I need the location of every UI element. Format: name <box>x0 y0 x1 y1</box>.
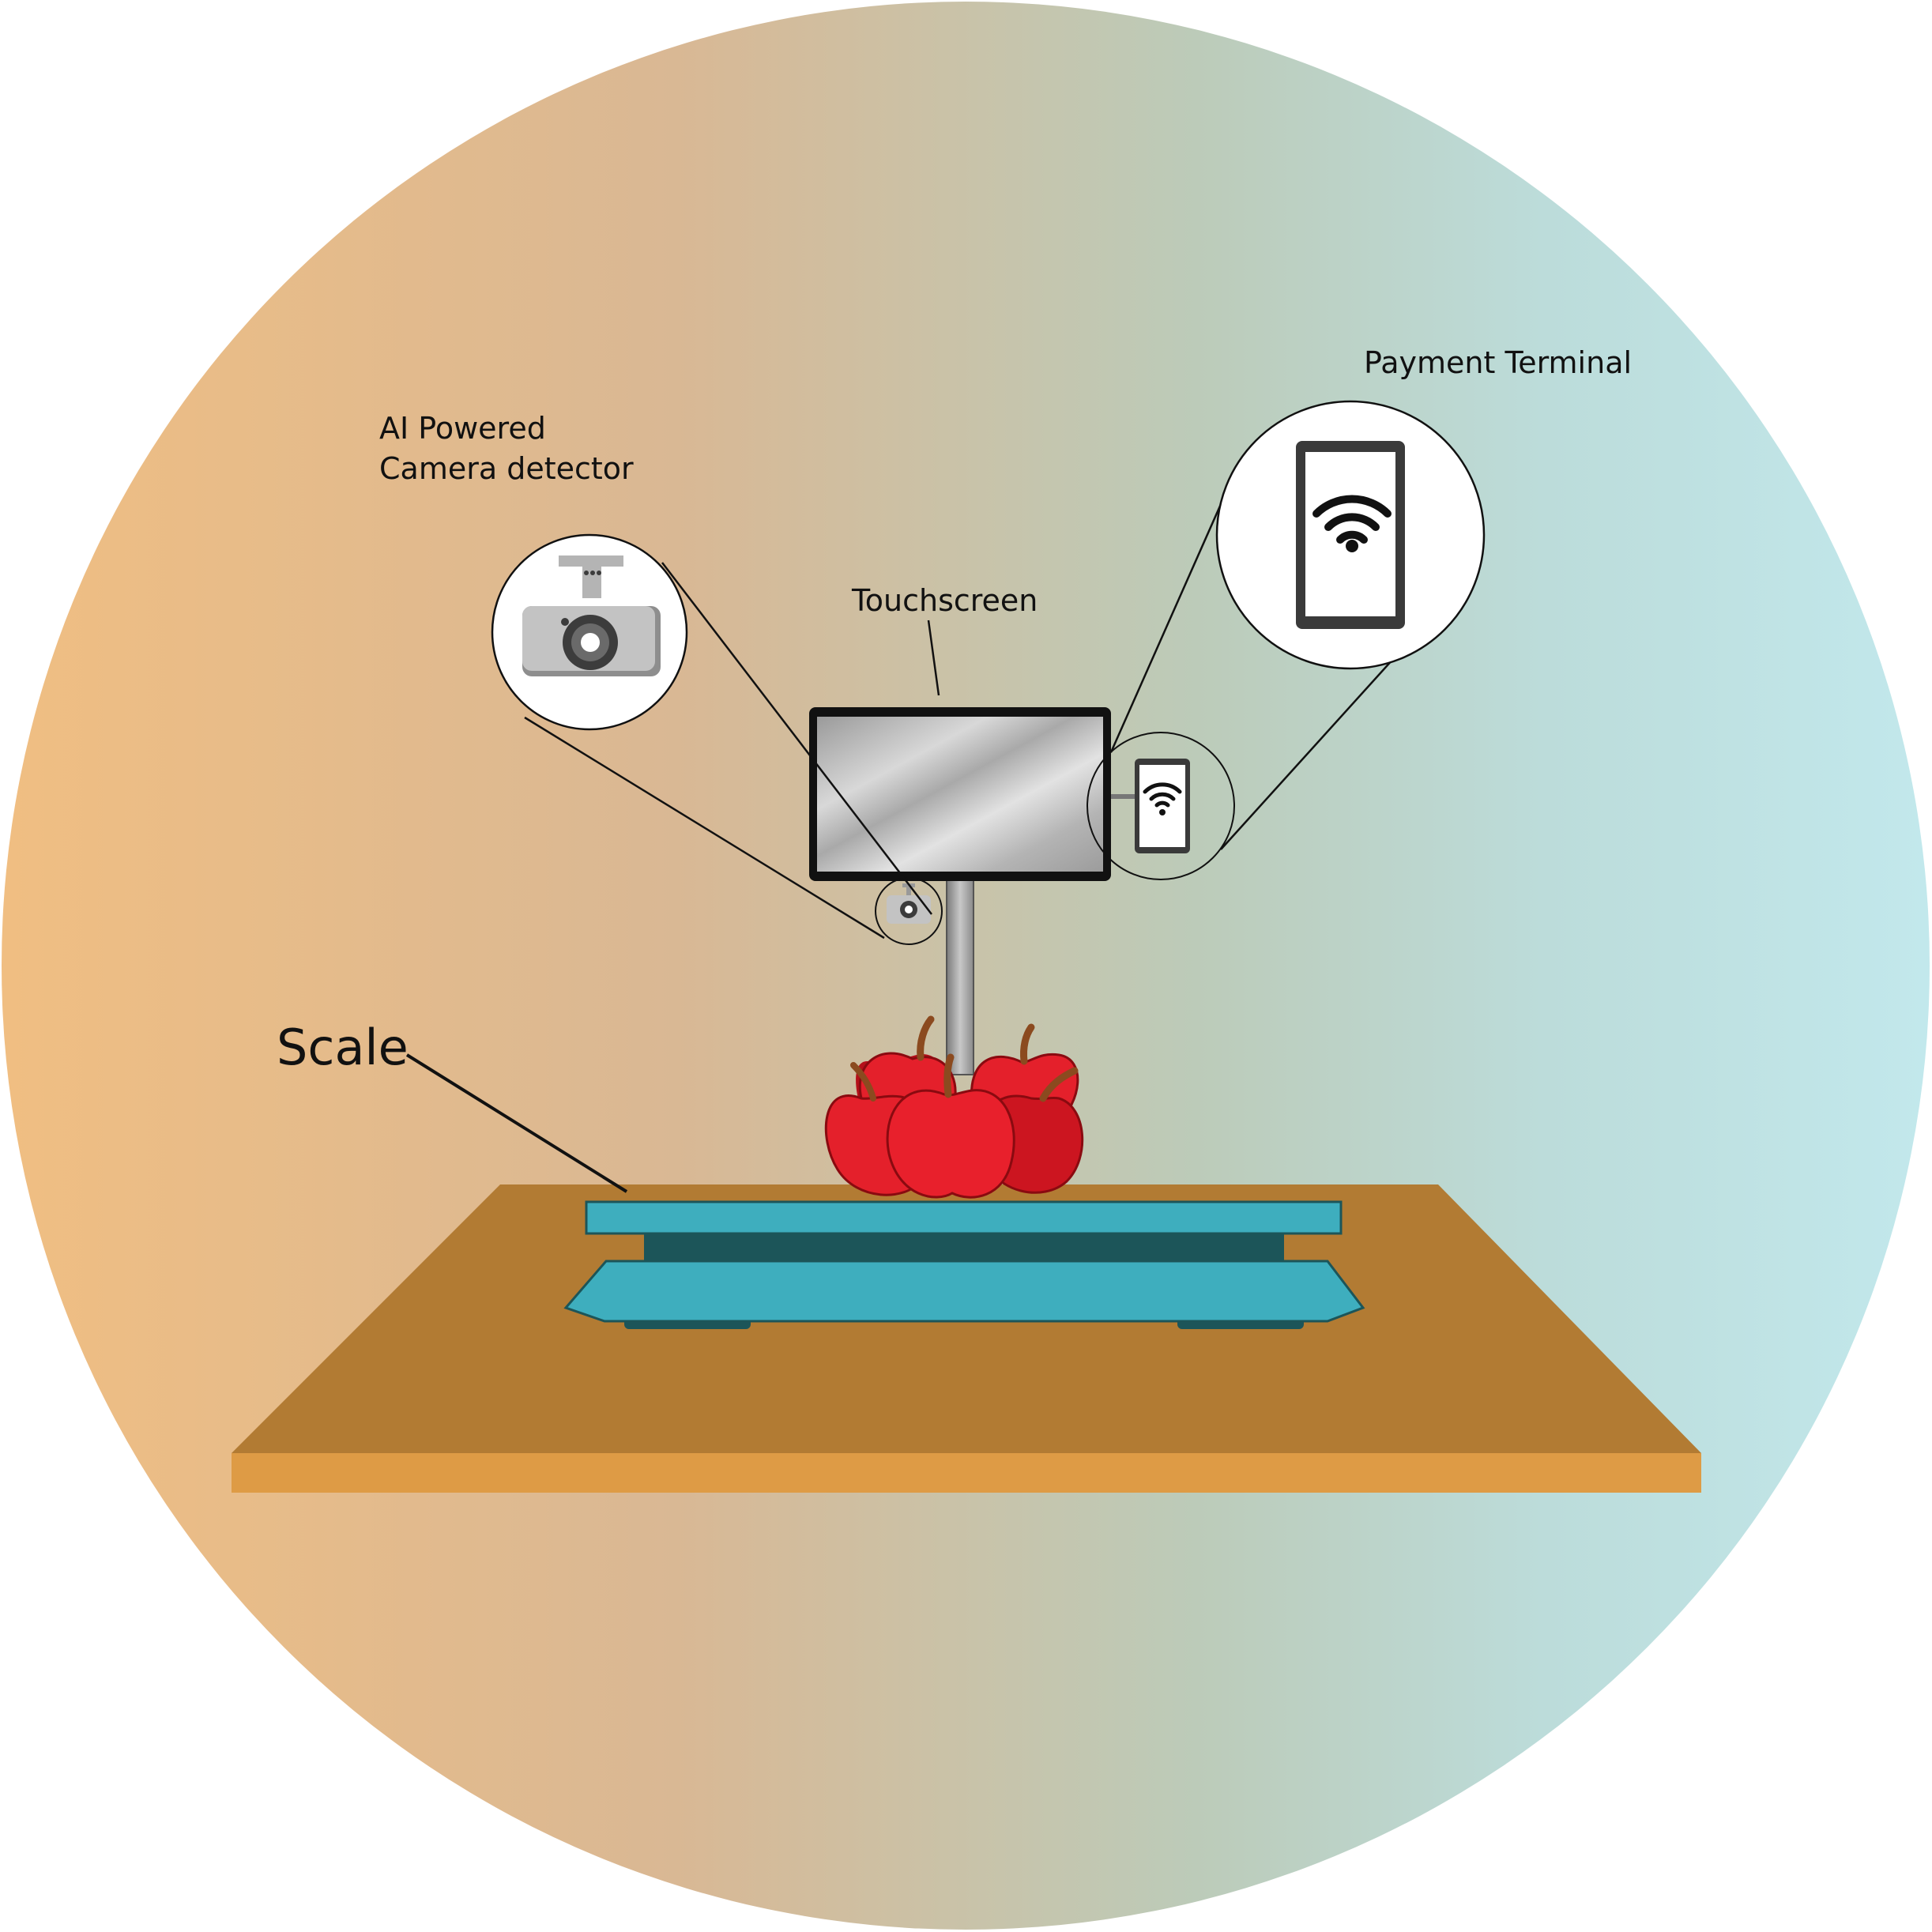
camera-label-line1: AI Powered <box>379 411 546 446</box>
touchscreen <box>809 707 1111 881</box>
scale <box>563 1200 1365 1329</box>
payment-terminal-callout <box>1215 400 1486 670</box>
touchscreen-label: Touchscreen <box>851 583 1038 618</box>
stand-pole <box>946 876 974 1075</box>
apples <box>824 1015 1084 1199</box>
camera-icon <box>522 555 661 676</box>
payment-terminal-label: Payment Terminal <box>1364 345 1632 380</box>
wifi-icon <box>1143 782 1182 815</box>
apple <box>886 1053 1015 1199</box>
payment-terminal-icon <box>1296 441 1405 629</box>
payment-terminal-small <box>1087 732 1235 880</box>
camera-callout <box>491 533 688 731</box>
camera-label-line2: Camera detector <box>379 451 634 486</box>
wifi-icon <box>1312 495 1392 552</box>
scale-label: Scale <box>277 1019 409 1076</box>
